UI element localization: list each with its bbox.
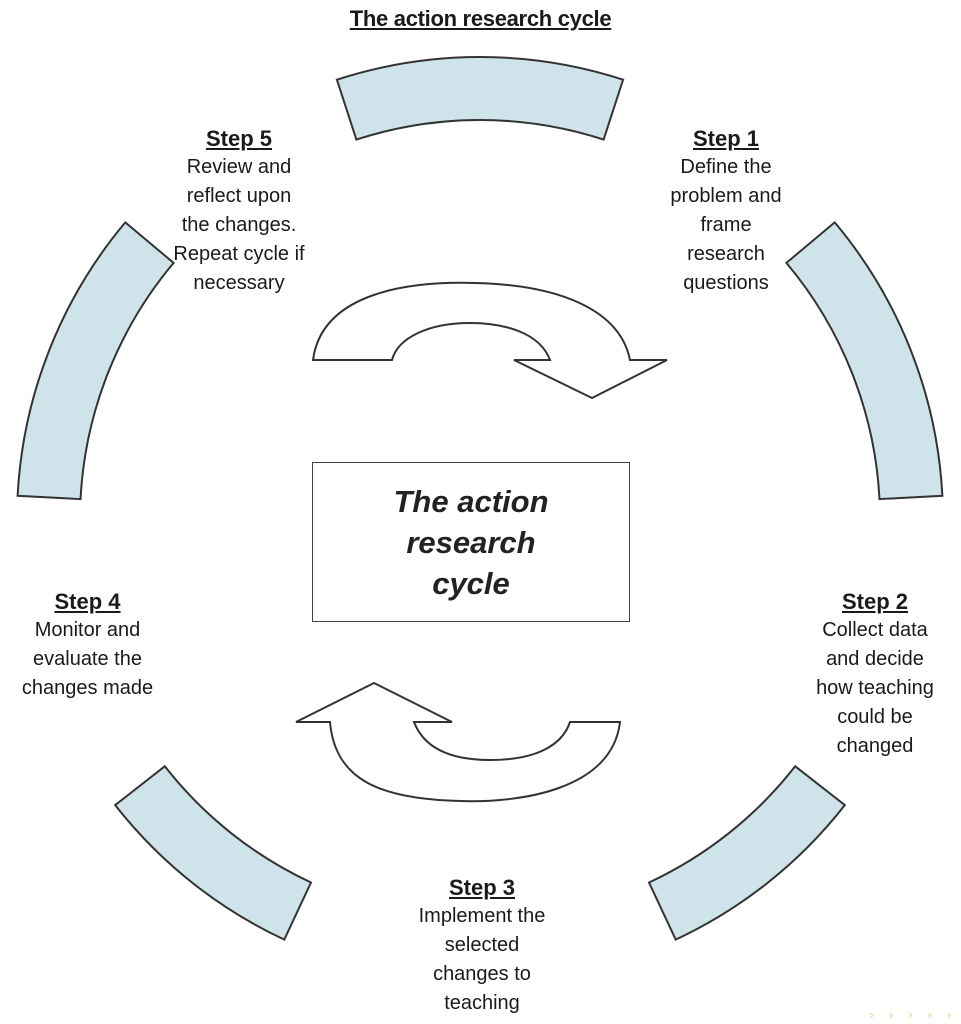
step-5-text: Review and reflect upon the changes. Rep… bbox=[173, 156, 305, 294]
step-1-text: Define the problem and frame research qu… bbox=[670, 156, 782, 294]
arc-segment-right bbox=[784, 220, 944, 501]
step-2-heading: Step 2 bbox=[841, 589, 909, 614]
step-3-label: Step 3 Implement the selected changes to… bbox=[392, 873, 572, 1018]
cycle-arrow-top bbox=[311, 281, 668, 400]
step-5-heading: Step 5 bbox=[205, 126, 273, 151]
step-4-heading: Step 4 bbox=[54, 589, 121, 614]
step-5-label: Step 5 Review and reflect upon the chang… bbox=[146, 124, 332, 298]
step-4-text: Monitor and evaluate the changes made bbox=[21, 619, 154, 699]
center-title: The action research cycle bbox=[393, 483, 549, 601]
step-4-label: Step 4 Monitor and evaluate the changes … bbox=[0, 587, 175, 703]
step-1-label: Step 1 Define the problem and frame rese… bbox=[630, 124, 822, 298]
diagram-title: The action research cycle bbox=[349, 6, 612, 31]
cycle-arrow-bottom bbox=[295, 681, 622, 803]
step-2-label: Step 2 Collect data and decide how teach… bbox=[790, 587, 960, 761]
arc-segment-top bbox=[335, 56, 625, 141]
cycle-arrows bbox=[295, 281, 668, 803]
center-box: The action research cycle bbox=[312, 462, 630, 622]
arc-segment-left bbox=[16, 220, 176, 501]
arc-segment-bottom-left bbox=[113, 764, 313, 941]
cycle-arcs bbox=[16, 56, 944, 941]
step-1-heading: Step 1 bbox=[692, 126, 760, 151]
corner-decoration: › › › › › bbox=[869, 1008, 957, 1022]
step-3-heading: Step 3 bbox=[448, 875, 516, 900]
step-3-text: Implement the selected changes to teachi… bbox=[418, 905, 546, 1014]
arc-segment-bottom-right bbox=[647, 764, 847, 941]
step-2-text: Collect data and decide how teaching cou… bbox=[816, 619, 934, 757]
